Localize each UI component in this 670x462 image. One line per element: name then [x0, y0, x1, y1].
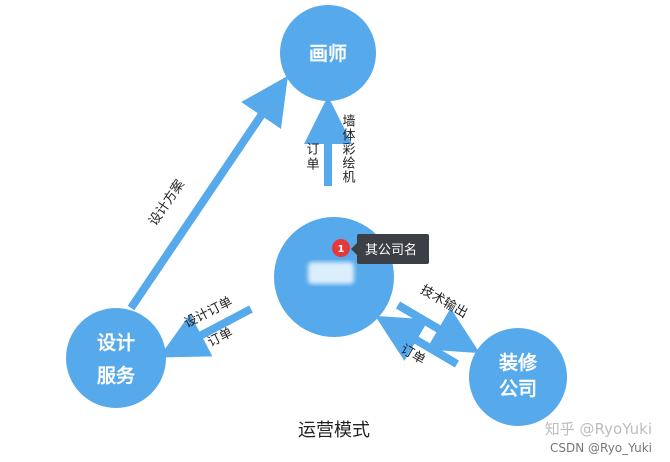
design-service-label-2: 服务	[97, 364, 136, 387]
painter-node	[280, 5, 376, 101]
arrow-decoration-to-center	[375, 315, 460, 368]
decoration-company-node	[469, 328, 567, 426]
design-service-label-1: 设计	[97, 332, 135, 354]
notification-badge	[332, 239, 350, 257]
edge-label-design-plan: 设计方案	[146, 177, 188, 229]
design-service-node	[66, 308, 166, 408]
arrow-design-to-painter	[127, 75, 288, 311]
edge-label-order-vertical: 订单	[304, 142, 320, 172]
tooltip-text: 其公司名	[365, 242, 417, 258]
zhihu-watermark: 知乎 @RyoYuki	[545, 420, 652, 438]
blurred-logo	[308, 262, 354, 284]
edge-label-tech-output: 技术输出	[417, 282, 470, 322]
decoration-company-label-1: 装修	[498, 351, 538, 374]
arrow-center-to-design	[158, 305, 253, 358]
decoration-company-label-2: 公司	[499, 378, 537, 400]
diagram-caption: 运营模式	[298, 420, 370, 441]
edge-label-wall-painting-machine: 墙体彩绘机	[340, 114, 356, 184]
company-name-tooltip: 1 其公司名	[332, 234, 429, 264]
painter-label: 画师	[309, 43, 347, 65]
csdn-watermark: CSDN @Ryo_Yuki	[550, 441, 652, 455]
arrow-center-to-decoration	[395, 301, 480, 354]
notification-badge-count: 1	[338, 244, 345, 255]
